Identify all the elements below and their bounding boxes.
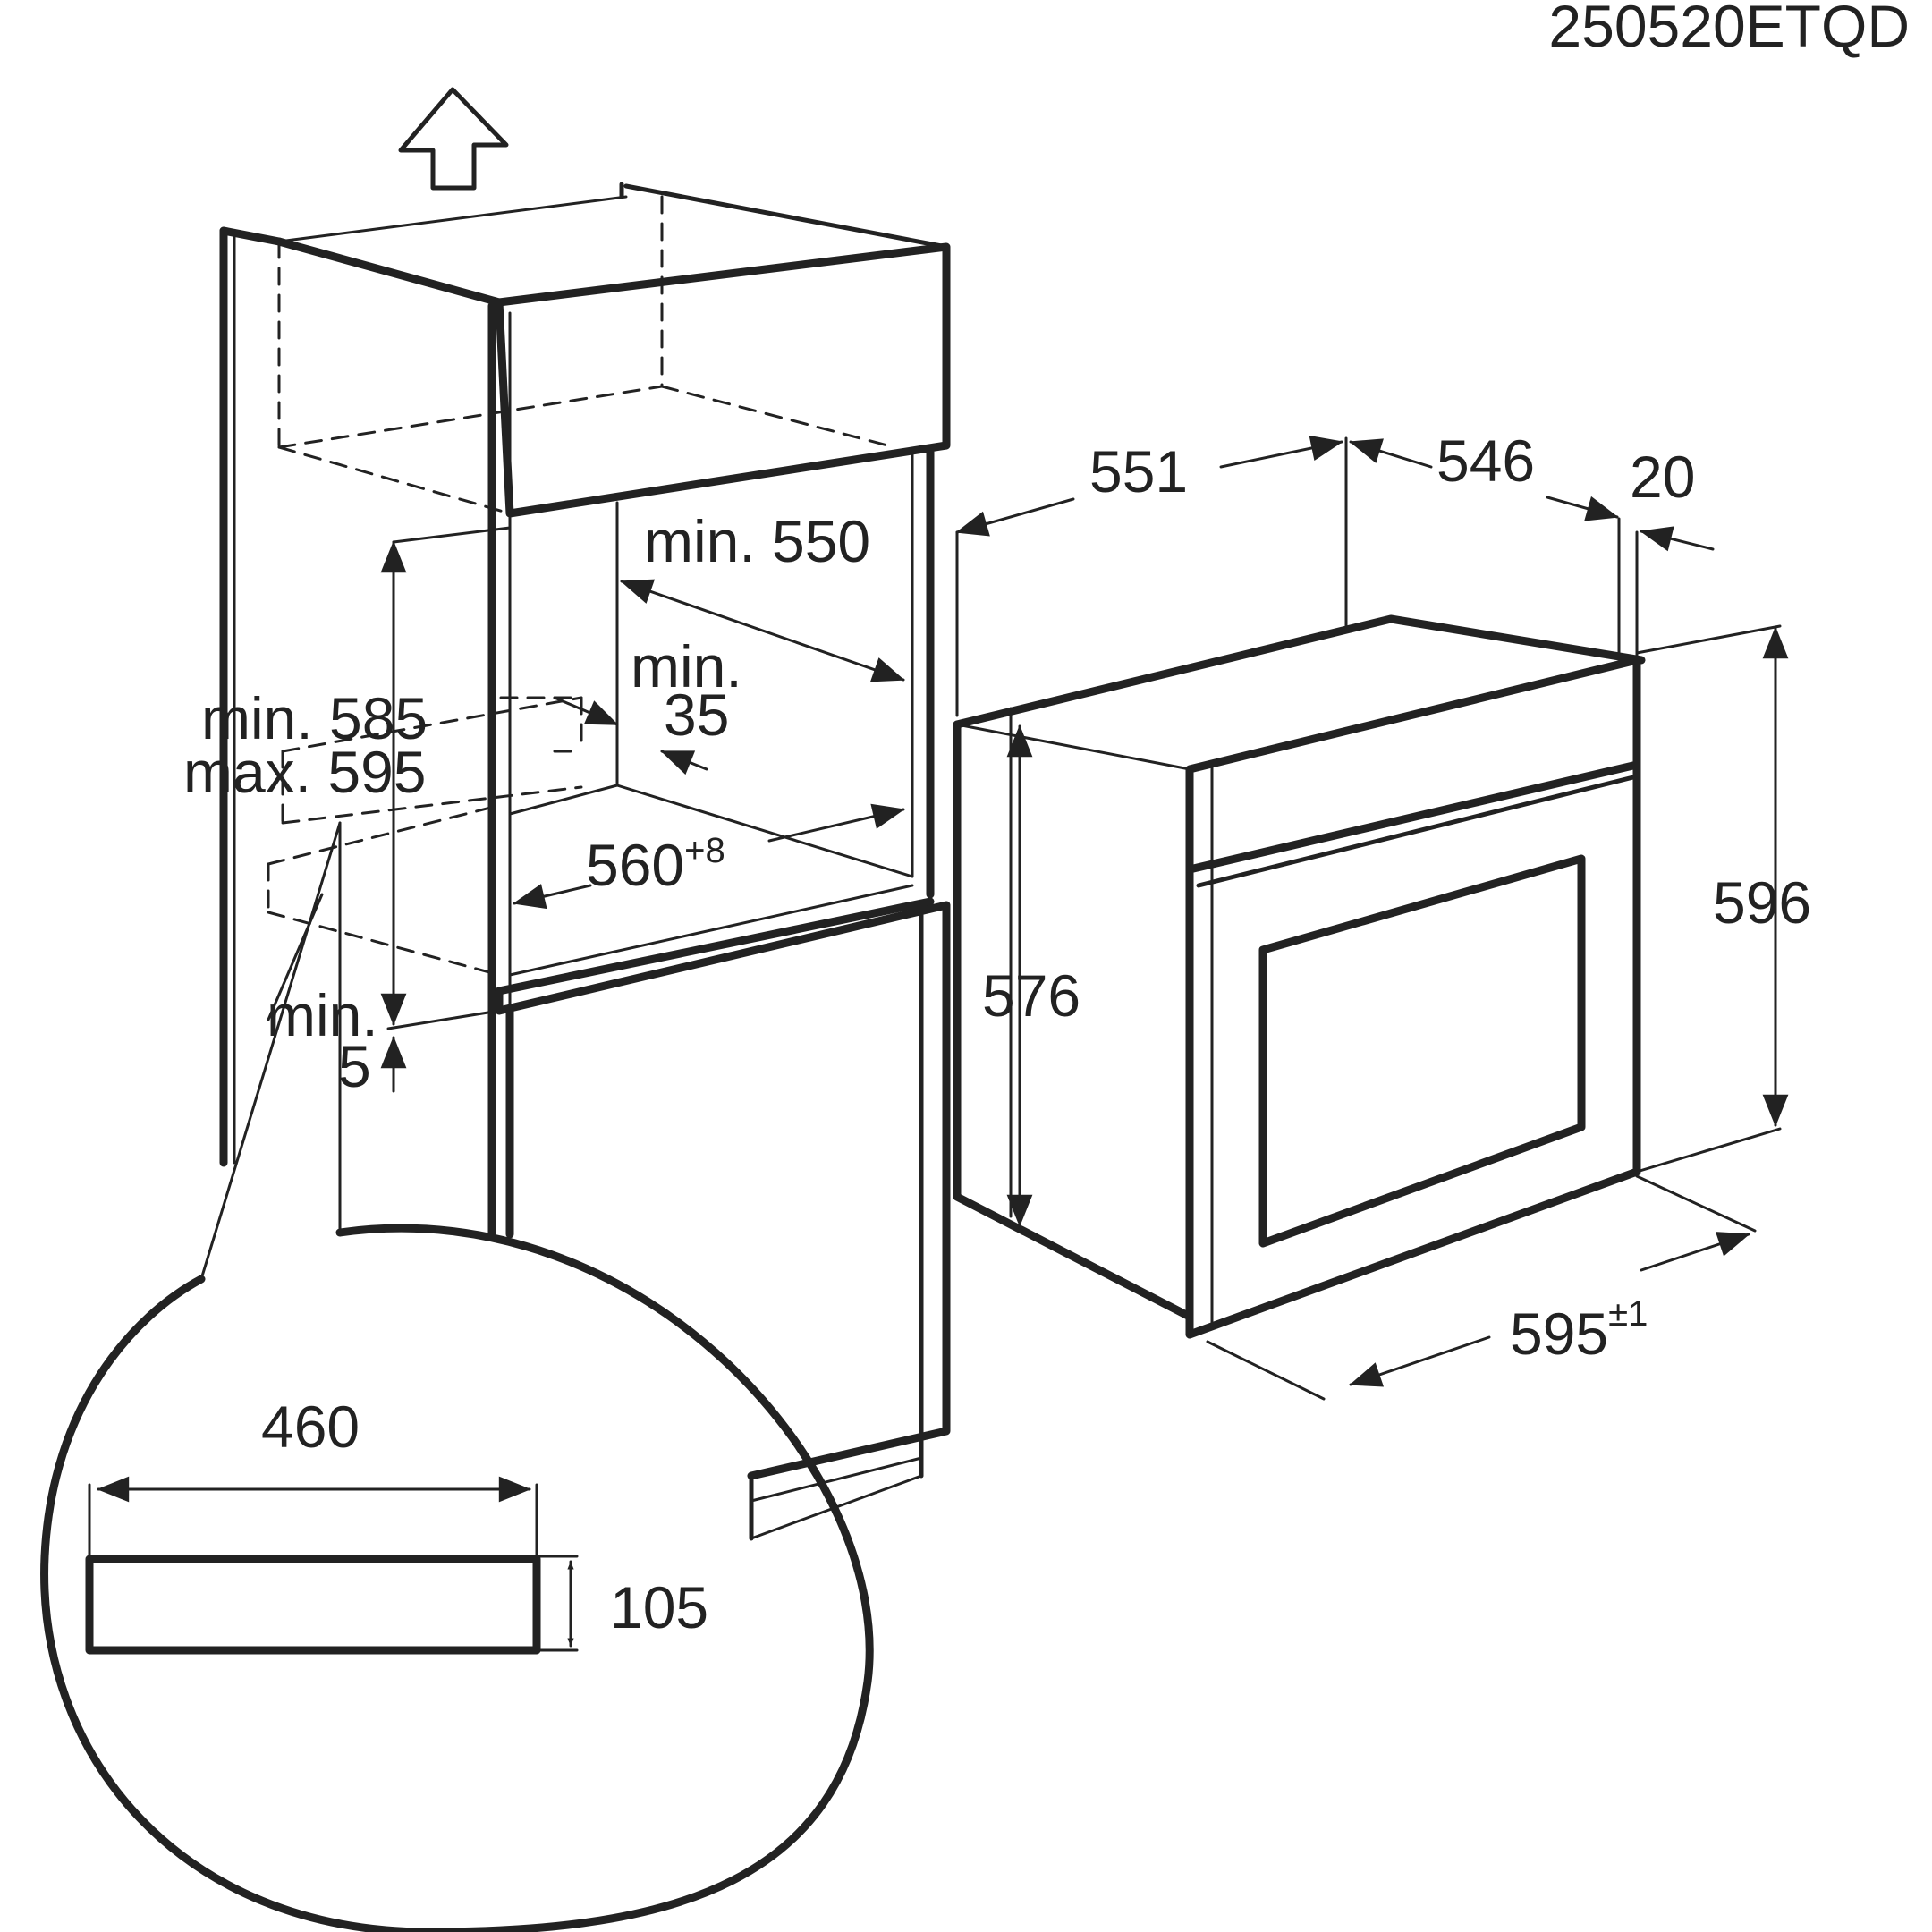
label-height-min: min. 585 bbox=[201, 685, 428, 751]
label-opening-height: 105 bbox=[610, 1574, 708, 1640]
oven-dimension-lines bbox=[955, 435, 1789, 1401]
label-oven-height-body: 576 bbox=[982, 962, 1080, 1029]
label-depth-min: min. 550 bbox=[644, 508, 870, 574]
label-opening-width: 460 bbox=[261, 1394, 360, 1460]
cabinet-dimension-lines bbox=[380, 540, 905, 1093]
label-bottom-min: min. bbox=[267, 982, 378, 1048]
cabinet-unit bbox=[199, 182, 951, 1541]
label-oven-depth-total: 551 bbox=[1089, 438, 1188, 504]
label-gap-value: 35 bbox=[664, 682, 729, 748]
label-bottom-value: 5 bbox=[338, 1033, 371, 1099]
label-oven-width: 595±1 bbox=[1510, 1294, 1648, 1367]
model-code: 250520ETQD bbox=[1548, 0, 1910, 59]
ventilation-arrow-icon bbox=[398, 87, 509, 191]
labels: 250520ETQD min. 550 min. 35 min. 585 max… bbox=[183, 0, 1910, 1640]
label-front-thickness: 20 bbox=[1630, 444, 1695, 510]
label-oven-height-total: 596 bbox=[1713, 869, 1811, 936]
label-height-max: max. 595 bbox=[183, 739, 426, 805]
label-cabinet-width: 560+8 bbox=[586, 831, 725, 898]
detail-circle bbox=[40, 1224, 874, 1932]
label-oven-depth-body: 546 bbox=[1436, 428, 1535, 494]
label-gap-min: min. bbox=[631, 633, 742, 699]
